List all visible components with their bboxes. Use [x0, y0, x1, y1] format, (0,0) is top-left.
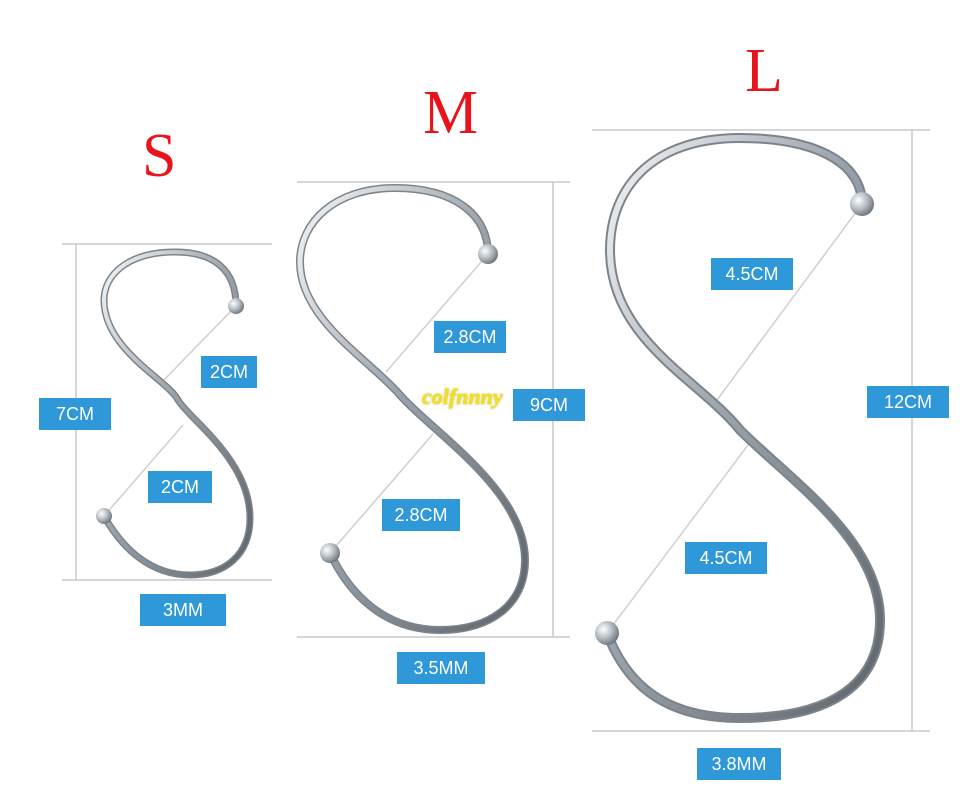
- size-letter-small: S: [142, 122, 177, 190]
- size-letter-medium: M: [423, 79, 479, 147]
- medium-height-label: 9CM: [513, 389, 585, 421]
- small-bottom-gap-label: 2CM: [148, 471, 212, 503]
- small-wire-label: 3MM: [140, 594, 226, 626]
- large-wire-label: 3.8MM: [697, 748, 781, 780]
- gap-lines: [103, 203, 863, 634]
- medium-hook: [295, 183, 530, 635]
- small-top-gap-label: 2CM: [201, 356, 257, 388]
- large-height-label: 12CM: [867, 386, 949, 418]
- watermark-text: colfnnny: [422, 384, 503, 409]
- large-top-gap-label: 4.5CM: [711, 258, 793, 290]
- medium-wire-label: 3.5MM: [397, 652, 485, 684]
- small-hook: [96, 248, 254, 579]
- medium-bottom-gap-label: 2.8CM: [382, 499, 460, 531]
- size-letter-large: L: [745, 37, 783, 105]
- large-bottom-gap-label: 4.5CM: [685, 542, 767, 574]
- large-hook: [595, 132, 886, 724]
- small-height-label: 7CM: [39, 398, 111, 430]
- dimension-lines: [62, 129, 930, 732]
- medium-top-gap-label: 2.8CM: [434, 321, 506, 353]
